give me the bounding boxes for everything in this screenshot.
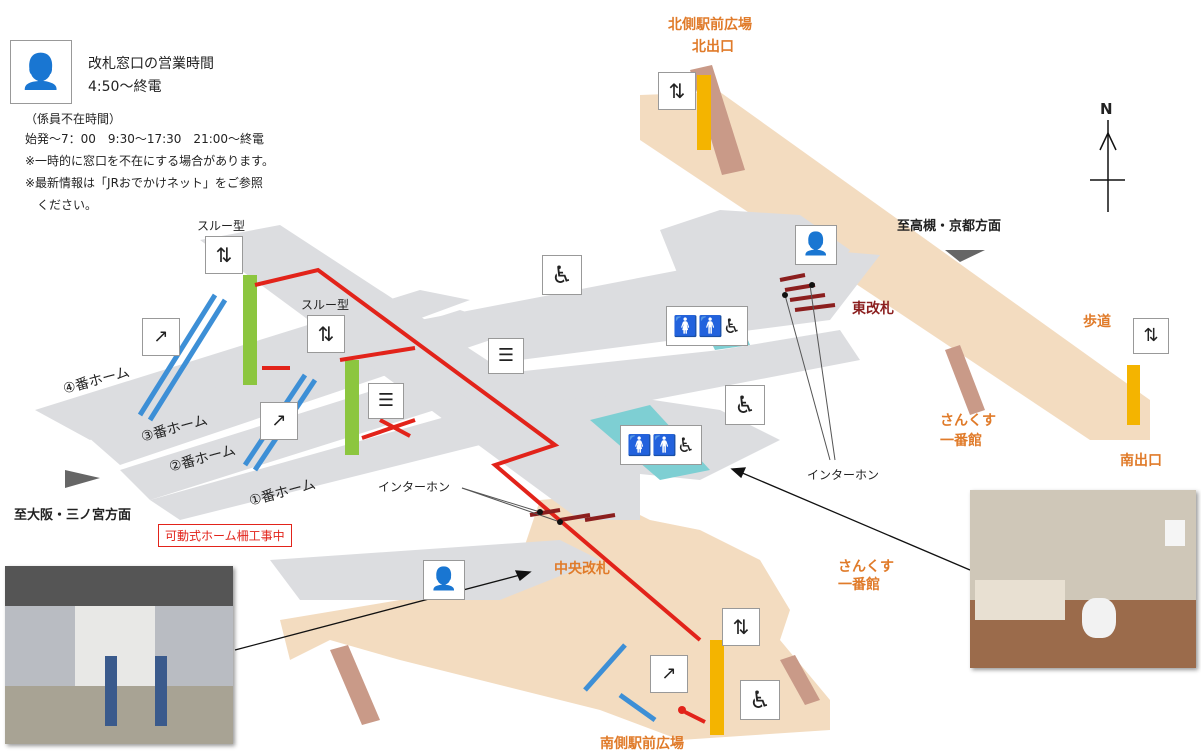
route-end-dot bbox=[678, 706, 686, 714]
elevator-icon: ⇅ bbox=[205, 236, 243, 274]
ticket-gate-icon: ☰ bbox=[488, 338, 524, 374]
intercom-leaders bbox=[461, 284, 836, 523]
note-absence: ※一時的に窓口を不在にする場合があります。 bbox=[25, 154, 274, 168]
elevator-icon: ⇅ bbox=[1133, 318, 1169, 354]
restroom-photo bbox=[970, 490, 1196, 668]
direction-east-label: 至高槻・京都方面 bbox=[897, 219, 1002, 234]
station-staff-icon: 👤 bbox=[10, 40, 72, 104]
south-plaza-label: 南側駅前広場 bbox=[600, 736, 684, 752]
ticket-window-hours: 4:50～終電 bbox=[88, 79, 162, 95]
elevator-icon: ⇅ bbox=[307, 315, 345, 353]
direction-west-label: 至大阪・三ノ宮方面 bbox=[14, 508, 132, 523]
compass-icon bbox=[1090, 120, 1125, 212]
direction-east-marker bbox=[945, 250, 985, 262]
ticket-window-hours-title: 改札窓口の営業時間 bbox=[88, 56, 214, 72]
ticket-gate-icon: ☰ bbox=[368, 383, 404, 419]
restroom-icon: 🚺🚹♿ bbox=[666, 306, 748, 346]
north-exit-label: 北出口 bbox=[692, 39, 734, 55]
east-gate-label: 東改札 bbox=[852, 301, 894, 317]
restroom-icon: 🚺🚹♿ bbox=[620, 425, 702, 465]
elevator-icon: ⇅ bbox=[722, 608, 760, 646]
note-latest-info: ※最新情報は「JRおでかけネット」をご参照 bbox=[25, 176, 263, 190]
escalator-icon: ↗ bbox=[650, 655, 688, 693]
sidewalk-label: 歩道 bbox=[1083, 314, 1111, 330]
construction-notice: 可動式ホーム柵工事中 bbox=[158, 524, 292, 547]
north-plaza-label: 北側駅前広場 bbox=[668, 17, 752, 33]
through-elevator-shafts bbox=[243, 275, 359, 455]
wheelchair-icon: ♿ bbox=[740, 680, 780, 720]
escalator-icon: ↗ bbox=[142, 318, 180, 356]
sankusu-2-label: さんくす bbox=[838, 559, 894, 575]
photo-arrows bbox=[234, 467, 971, 651]
through-type-label-1: スルー型 bbox=[197, 219, 246, 233]
unmanned-label: （係員不在時間） bbox=[25, 112, 122, 126]
central-gate-photo bbox=[5, 566, 233, 744]
elevator-icon: ⇅ bbox=[658, 72, 696, 110]
intercom-label-central: インターホン bbox=[378, 480, 451, 494]
intercom-label-east: インターホン bbox=[807, 468, 880, 482]
concourse-area bbox=[280, 92, 1150, 740]
direction-west-marker bbox=[65, 470, 100, 488]
wheelchair-icon: ♿ bbox=[542, 255, 582, 295]
barrier-free-route bbox=[254, 267, 706, 724]
ticket-window-icon: 👤 bbox=[795, 225, 837, 265]
sankusu-1-label: さんくす bbox=[940, 413, 996, 429]
intercom-points bbox=[537, 282, 815, 525]
wheelchair-icon: ♿ bbox=[725, 385, 765, 425]
sankusu-2b-label: 一番館 bbox=[838, 577, 880, 593]
sankusu-1b-label: 一番館 bbox=[940, 433, 982, 449]
central-gate-label: 中央改札 bbox=[554, 561, 610, 577]
elevator-shafts bbox=[697, 75, 1140, 735]
compass-n-label: N bbox=[1100, 100, 1113, 118]
unmanned-hours: 始発～7：00 9:30～17:30 21:00～終電 bbox=[25, 132, 265, 146]
through-type-label-2: スルー型 bbox=[301, 298, 350, 312]
escalator-icon: ↗ bbox=[260, 402, 298, 440]
south-exit-label: 南出口 bbox=[1120, 453, 1162, 469]
note-latest-info-cont: ください。 bbox=[25, 198, 98, 212]
ticket-window-icon: 👤 bbox=[423, 560, 465, 600]
